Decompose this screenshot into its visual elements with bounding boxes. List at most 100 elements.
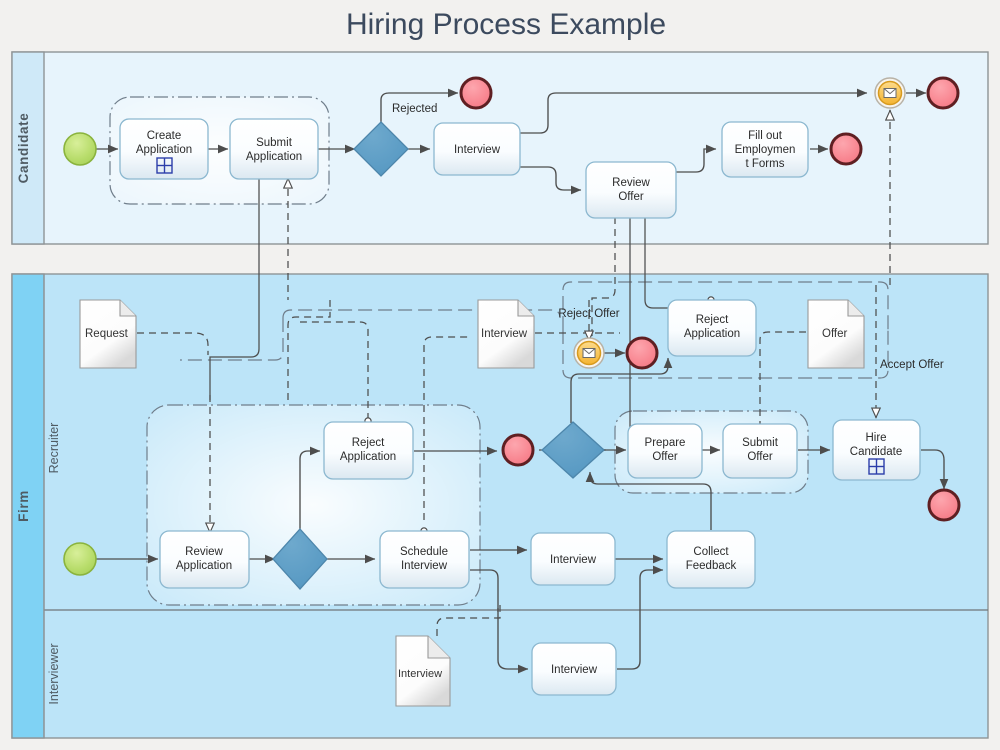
task-schedule-interview[interactable]: Schedule Interview — [379, 530, 470, 589]
candidate-end-forms[interactable] — [829, 132, 863, 166]
task-box[interactable] — [832, 419, 921, 481]
message-flow-submit-app — [209, 177, 260, 400]
end-event-circle[interactable] — [625, 336, 659, 370]
recruiter-end-offer-rejected[interactable] — [625, 336, 659, 370]
pool-firm-header — [11, 273, 45, 739]
group-border — [282, 309, 561, 319]
recruiter-start-event[interactable] — [63, 542, 97, 576]
task-box[interactable] — [159, 530, 250, 589]
task-label-line1: Fill out — [748, 130, 783, 142]
data-assoc-submit-offer — [759, 331, 806, 428]
task-box[interactable] — [530, 532, 616, 586]
task-review-application[interactable]: Review Application — [159, 530, 250, 589]
task-box[interactable] — [722, 423, 798, 479]
document-fold — [427, 636, 450, 659]
candidate-end-rejected[interactable] — [459, 76, 493, 110]
task-submit-offer[interactable]: Submit Offer — [722, 423, 798, 479]
task-interview-recruiter[interactable]: Interview — [530, 532, 616, 586]
flow-interviewer-to-collect — [617, 565, 664, 670]
flow-hire-to-end — [921, 449, 949, 490]
task-interview-interviewer[interactable]: Interview — [531, 642, 617, 696]
data-assoc-schedule-interview — [423, 336, 470, 520]
start-event-circle[interactable] — [63, 542, 97, 576]
page-title: Hiring Process Example — [346, 8, 666, 41]
flow-gateway-rejected — [380, 88, 459, 123]
data-assoc-request — [137, 332, 209, 355]
flow-to-interviewer-interview — [497, 608, 529, 674]
task-fill-out-employment-forms[interactable]: Fill out Employmen t Forms — [721, 121, 809, 178]
offer-reject-group — [562, 281, 889, 379]
task-box[interactable] — [531, 642, 617, 696]
grid-icon — [156, 157, 173, 174]
task-label: Interview — [550, 554, 597, 566]
group-border — [562, 330, 889, 379]
start-event-circle[interactable] — [63, 132, 97, 166]
task-box[interactable] — [323, 421, 414, 480]
task-interview-candidate[interactable]: Interview — [433, 122, 521, 176]
task-label-line1: Prepare — [645, 437, 686, 449]
grid-icon — [868, 458, 885, 475]
task-box[interactable] — [119, 118, 209, 180]
task-reject-application-2[interactable]: Reject Application — [667, 299, 757, 357]
recruiter-message-event[interactable] — [573, 337, 605, 369]
document-fold — [517, 300, 534, 317]
flow-label-rejected: Rejected — [392, 103, 437, 115]
task-label: Interview — [454, 144, 501, 156]
lane-label-interviewer: Interviewer — [47, 643, 61, 704]
end-event-circle[interactable] — [926, 76, 960, 110]
task-hire-candidate[interactable]: Hire Candidate — [832, 419, 921, 481]
recruiter-gateway-offer[interactable] — [541, 421, 605, 479]
gateway-diamond[interactable] — [541, 421, 605, 479]
task-box[interactable] — [667, 299, 757, 357]
end-event-circle[interactable] — [829, 132, 863, 166]
task-box[interactable] — [379, 530, 470, 589]
task-label-line2: Employmen — [735, 144, 796, 156]
envelope-icon-flap — [582, 348, 596, 355]
task-label: Interview — [551, 664, 598, 676]
recruiter-end-reject[interactable] — [501, 433, 535, 467]
recruiter-end-hired[interactable] — [927, 488, 961, 522]
group-border — [562, 281, 889, 330]
end-event-circle[interactable] — [459, 76, 493, 110]
sequence-flows — [95, 88, 949, 674]
message-flow-reject-offer — [644, 205, 710, 309]
task-box[interactable] — [666, 530, 756, 589]
candidate-start-event[interactable] — [63, 132, 97, 166]
candidate-message-event[interactable] — [874, 77, 906, 109]
task-label-line2: Application — [176, 560, 232, 572]
task-review-offer[interactable]: Review Offer — [585, 161, 677, 219]
task-reject-application-1[interactable]: Reject Application — [323, 421, 414, 480]
task-box[interactable] — [721, 121, 809, 178]
data-object-interview-interviewer: Interview — [395, 635, 451, 707]
task-create-application[interactable]: Create Application — [119, 118, 209, 180]
flow-interview-to-review-offer — [520, 166, 582, 195]
data-object-label: Interview — [398, 668, 442, 680]
data-object-label: Offer — [822, 328, 848, 340]
envelope-icon-flap — [883, 88, 897, 95]
end-event-circle[interactable] — [927, 488, 961, 522]
candidate-gateway[interactable] — [353, 121, 409, 177]
task-collect-feedback[interactable]: Collect Feedback — [666, 530, 756, 589]
lane-label-recruiter: Recruiter — [47, 423, 61, 474]
data-assoc-interview-interviewer — [436, 605, 501, 636]
end-event-circle[interactable] — [501, 433, 535, 467]
task-label-line1: Hire — [865, 432, 886, 444]
gateway-diamond[interactable] — [353, 121, 409, 177]
task-box[interactable] — [627, 423, 703, 479]
flow-gateway-to-reject-app2 — [570, 357, 673, 423]
candidate-end-message[interactable] — [926, 76, 960, 110]
flow-review-offer-to-forms — [676, 144, 717, 173]
task-box[interactable] — [585, 161, 677, 219]
task-label-line1: Review — [185, 546, 223, 558]
gateway-diamond[interactable] — [272, 528, 328, 590]
task-submit-application[interactable]: Submit Application — [229, 118, 319, 180]
data-object-request: Request — [79, 299, 137, 369]
recruiter-gateway-screening[interactable] — [272, 528, 328, 590]
pool-candidate-header — [11, 51, 45, 245]
task-prepare-offer[interactable]: Prepare Offer — [627, 423, 703, 479]
application-message-group — [180, 309, 561, 361]
task-label-line3: t Forms — [746, 158, 785, 170]
flow-collect-to-gateway — [585, 471, 712, 530]
task-box[interactable] — [229, 118, 319, 180]
task-box[interactable] — [433, 122, 521, 176]
